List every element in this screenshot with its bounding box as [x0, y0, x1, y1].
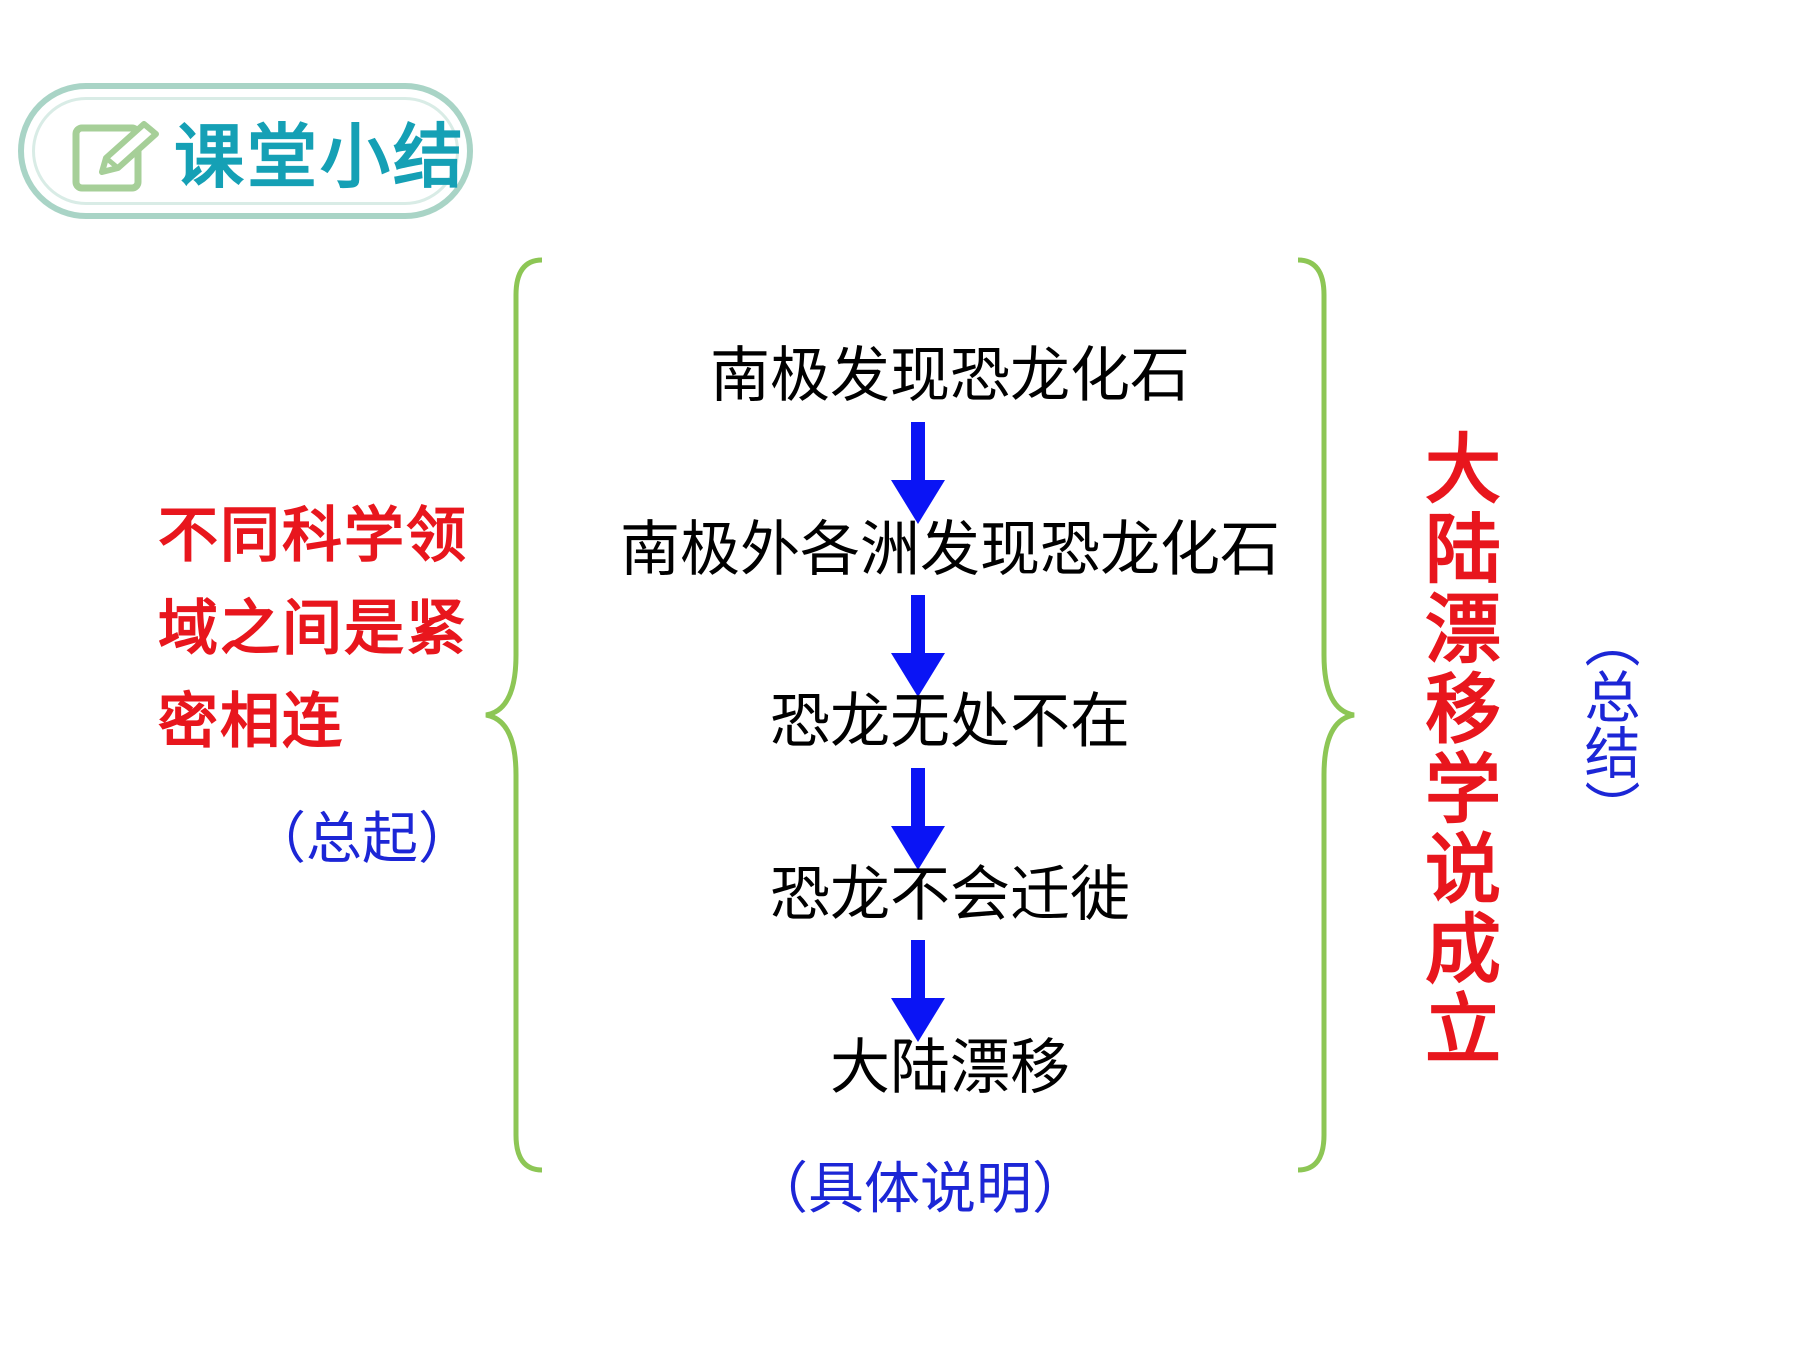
edit-icon	[72, 121, 159, 192]
section-header: 课堂小结	[18, 83, 473, 219]
section-title: 课堂小结	[174, 116, 466, 198]
flow-step: 南极外各洲发现恐龙化石	[620, 515, 1280, 585]
down-arrow-icon	[891, 595, 945, 697]
left-brace	[485, 257, 543, 1173]
flow-note: （具体说明）	[752, 1157, 1088, 1222]
general-statement: 不同科学领域之间是紧密相连	[158, 501, 468, 757]
general-statement-note: （总起）	[250, 807, 474, 872]
section-header-inner-border	[32, 97, 459, 205]
conclusion: 大陆漂移学说成立	[1425, 425, 1501, 1074]
flow-step: 恐龙不会迁徙	[770, 860, 1130, 930]
down-arrow-icon	[891, 940, 945, 1042]
conclusion-note: （总结）	[1575, 612, 1640, 836]
down-arrow-icon	[891, 768, 945, 870]
flow-step: 大陆漂移	[830, 1033, 1070, 1103]
right-brace	[1297, 257, 1355, 1173]
flow-step: 南极发现恐龙化石	[710, 341, 1190, 411]
down-arrow-icon	[891, 422, 945, 524]
flow-step: 恐龙无处不在	[770, 687, 1130, 757]
